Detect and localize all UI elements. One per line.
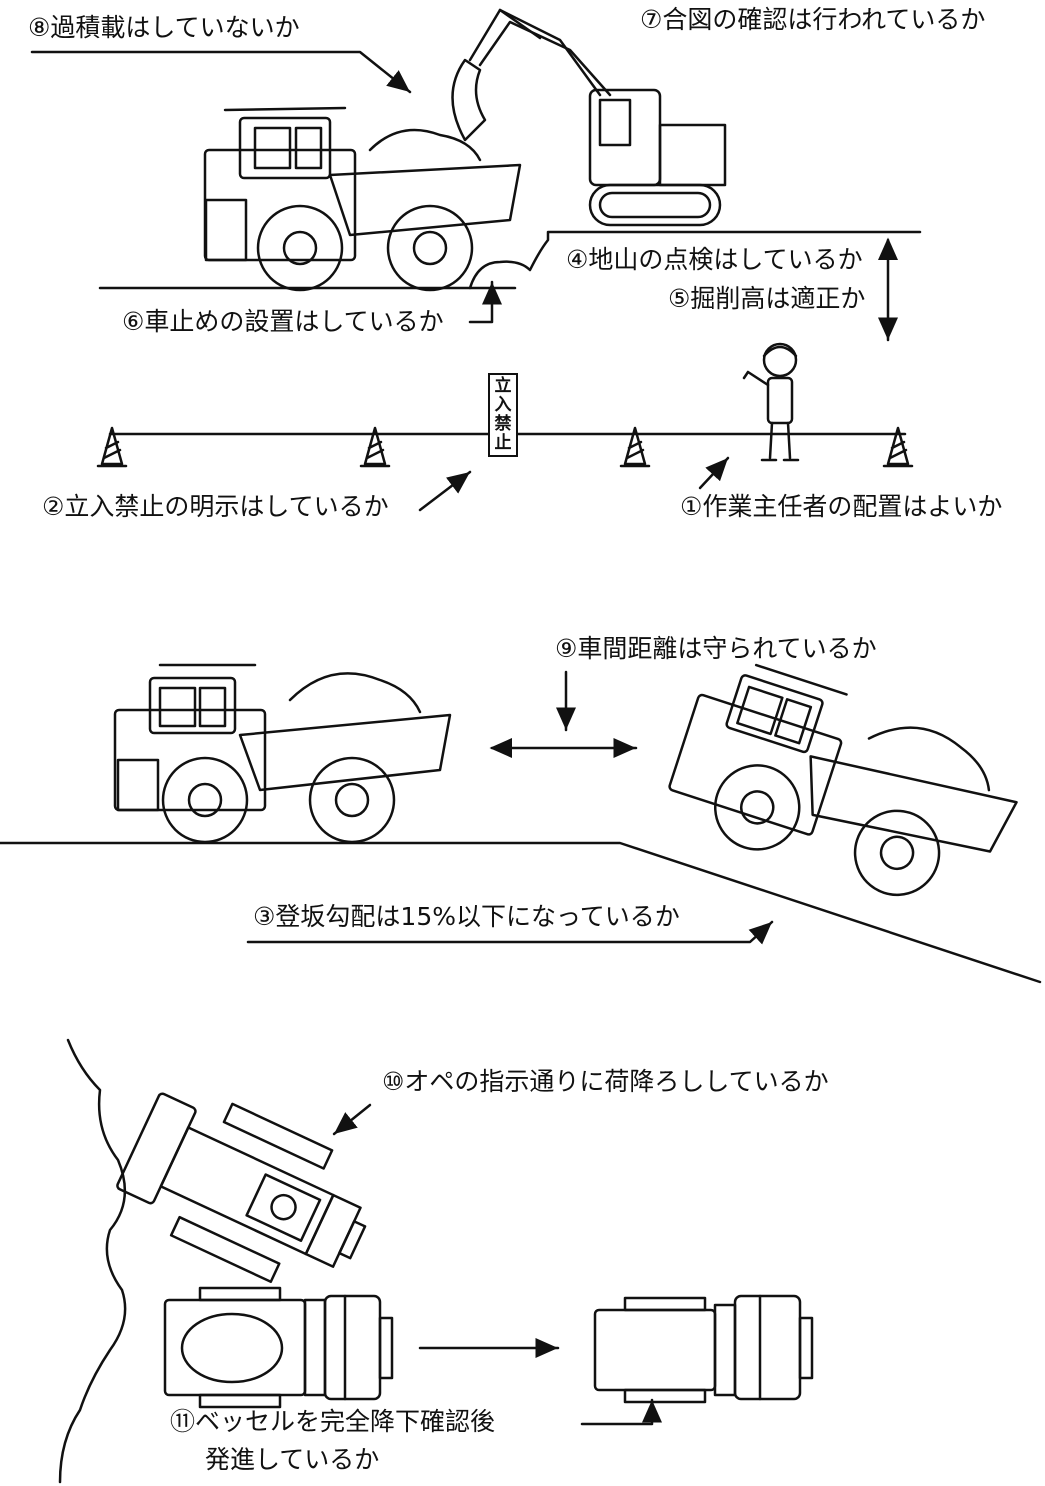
label-grade: ③登坂勾配は15%以下になっているか: [253, 902, 680, 931]
no-entry-sign: 立 入 禁 止: [488, 373, 518, 457]
no-entry-leader: [418, 470, 472, 512]
label-no-entry-display: ②立入禁止の明示はしているか: [42, 492, 389, 521]
dump-truck-flat: [113, 663, 452, 844]
sign-char: 止: [494, 433, 512, 453]
dump-edge-outline: [58, 1038, 127, 1484]
label-unload: ⑩オペの指示通りに荷降ろししているか: [382, 1067, 829, 1096]
label-overload: ⑧過積載はしていないか: [28, 13, 300, 42]
label-distance: ⑨車間距離は守られているか: [555, 634, 877, 663]
traffic-cone: [619, 426, 651, 468]
vessel-leader: [580, 1398, 662, 1426]
dump-truck-slope: [668, 663, 1018, 897]
sign-char: 入: [494, 395, 512, 415]
label-vessel-line1: ⑪ベッセルを完全降下確認後: [170, 1407, 496, 1436]
supervisor-figure: [742, 342, 800, 462]
wheel-stop-leader: [468, 280, 502, 324]
truck-top-view-lowered: [593, 1294, 814, 1404]
label-wheel-stop: ⑥車止めの設置はしているか: [122, 307, 444, 336]
label-supervisor: ①作業主任者の配置はよいか: [680, 492, 1003, 521]
traffic-cone: [882, 426, 914, 468]
truck-top-view-raised: [163, 1286, 394, 1409]
overload-leader: [30, 50, 412, 94]
dump-truck-loading: [203, 106, 522, 292]
sign-char: 禁: [494, 414, 512, 434]
label-signal: ⑦合図の確認は行われているか: [640, 5, 986, 34]
label-dig-height: ⑤掘削高は適正か: [668, 284, 866, 313]
sign-char: 立: [494, 376, 512, 396]
label-vessel-line2: 発進しているか: [205, 1445, 380, 1474]
grade-leader: [246, 920, 774, 945]
label-ground: ④地山の点検はしているか: [566, 245, 863, 274]
excavator: [451, 8, 727, 227]
traffic-cone: [96, 426, 128, 468]
unload-leader: [332, 1103, 372, 1136]
truck-top-view-unloading: [116, 1092, 367, 1284]
bench-edge: [468, 230, 922, 290]
supervisor-leader: [698, 456, 730, 490]
traffic-cone: [359, 426, 391, 468]
